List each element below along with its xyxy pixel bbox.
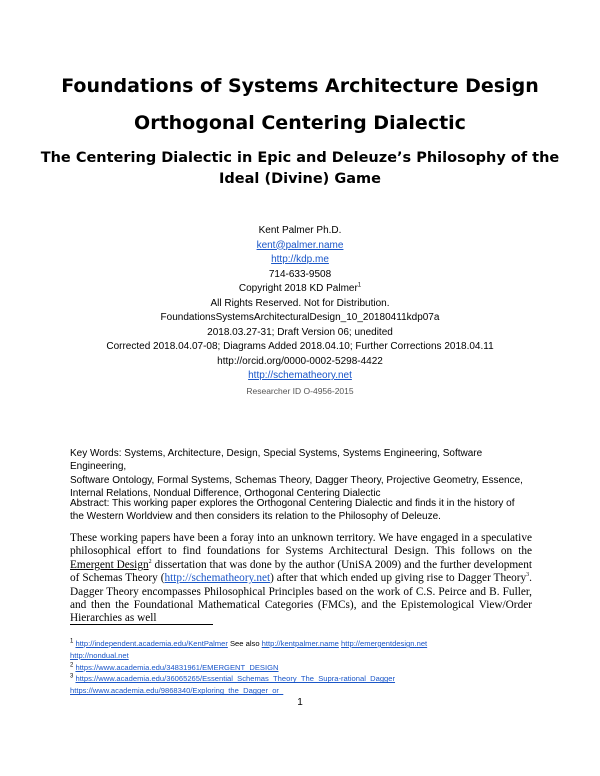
author-email-link[interactable]: kent@palmer.name xyxy=(256,239,344,251)
footnotes: 1 http://independent.academia.edu/KentPa… xyxy=(70,638,540,697)
footnote-link[interactable]: http://kentpalmer.name xyxy=(261,639,339,648)
page-number: 1 xyxy=(297,697,303,708)
corrections: Corrected 2018.04.07-08; Diagrams Added … xyxy=(106,341,494,352)
body-text: dissertation that was done by the author… xyxy=(70,558,532,585)
subtitle-line-2: Ideal (Divine) Game xyxy=(219,171,381,187)
body-text: ) after that which ended up giving rise … xyxy=(270,572,527,585)
footnote-text: See also xyxy=(227,639,262,648)
schematheory-body-link[interactable]: http://schematheory.net xyxy=(164,572,271,585)
subtitle-line-1: The Centering Dialectic in Epic and Dele… xyxy=(40,150,560,166)
rights: All Rights Reserved. Not for Distributio… xyxy=(210,297,390,309)
schematheory-link[interactable]: http://schematheory.net xyxy=(248,370,352,381)
body-text: These working papers have been a foray i… xyxy=(70,532,532,558)
author-block: Kent Palmer Ph.D. kent@palmer.name http:… xyxy=(0,224,600,398)
footnote-2: 2 https://www.academia.edu/34831961/EMER… xyxy=(70,662,540,674)
copyright: Copyright 2018 KD Palmer xyxy=(238,283,358,294)
footnote-1: 1 http://independent.academia.edu/KentPa… xyxy=(70,638,540,662)
footnote-number: 3 xyxy=(70,673,74,680)
author-name: Kent Palmer Ph.D. xyxy=(258,225,342,236)
abstract: Abstract: This working paper explores th… xyxy=(70,497,535,524)
author-phone: 714-633-9508 xyxy=(268,268,332,280)
abstract-line: Abstract: This working paper explores th… xyxy=(70,498,515,509)
author-website-link[interactable]: http://kdp.me xyxy=(271,254,329,265)
footnote-number: 2 xyxy=(70,662,74,669)
footnote-3: 3 https://www.academia.edu/36065265/Esse… xyxy=(70,673,540,697)
keywords-line: Internal Relations, Nondual Difference, … xyxy=(70,487,381,499)
body-paragraph: These working papers have been a foray i… xyxy=(70,532,532,626)
footnote-divider xyxy=(70,624,213,625)
draft-version: 2018.03.27-31; Draft Version 06; unedite… xyxy=(207,326,393,338)
footnote-ref-3[interactable]: 3 xyxy=(526,572,530,579)
footnote-link[interactable]: http://emergentdesign.net xyxy=(341,639,428,648)
footnote-ref-1[interactable]: 1 xyxy=(357,282,362,289)
keywords-line: Software Ontology, Formal Systems, Schem… xyxy=(70,474,523,486)
title-line-1: Foundations of Systems Architecture Desi… xyxy=(61,75,539,97)
emergent-design-link[interactable]: Emergent Design xyxy=(70,558,149,571)
footnote-link[interactable]: http://nondual.net xyxy=(70,650,129,660)
keywords: Key Words: Systems, Architecture, Design… xyxy=(70,447,535,500)
abstract-line: the Western Worldview and then considers… xyxy=(70,511,441,523)
filename: FoundationsSystemsArchitecturalDesign_10… xyxy=(160,312,440,323)
footnote-number: 1 xyxy=(70,638,74,645)
footnote-link[interactable]: https://www.academia.edu/36065265/Essent… xyxy=(75,674,396,684)
footnote-ref-2[interactable]: 2 xyxy=(148,559,152,566)
orcid: http://orcid.org/0000-0002-5298-4422 xyxy=(217,355,383,367)
title-line-2: Orthogonal Centering Dialectic xyxy=(134,112,466,134)
footnote-link[interactable]: https://www.academia.edu/34831961/EMERGE… xyxy=(75,662,279,672)
footnote-link[interactable]: http://independent.academia.edu/KentPalm… xyxy=(75,639,228,648)
keywords-line: Key Words: Systems, Architecture, Design… xyxy=(70,448,483,473)
footnote-link[interactable]: https://www.academia.edu/9868340/Explori… xyxy=(70,686,284,696)
researcher-id: Researcher ID O-4956-2015 xyxy=(246,385,354,396)
body-text: . Dagger Theory encompasses Philosophica… xyxy=(70,572,532,625)
